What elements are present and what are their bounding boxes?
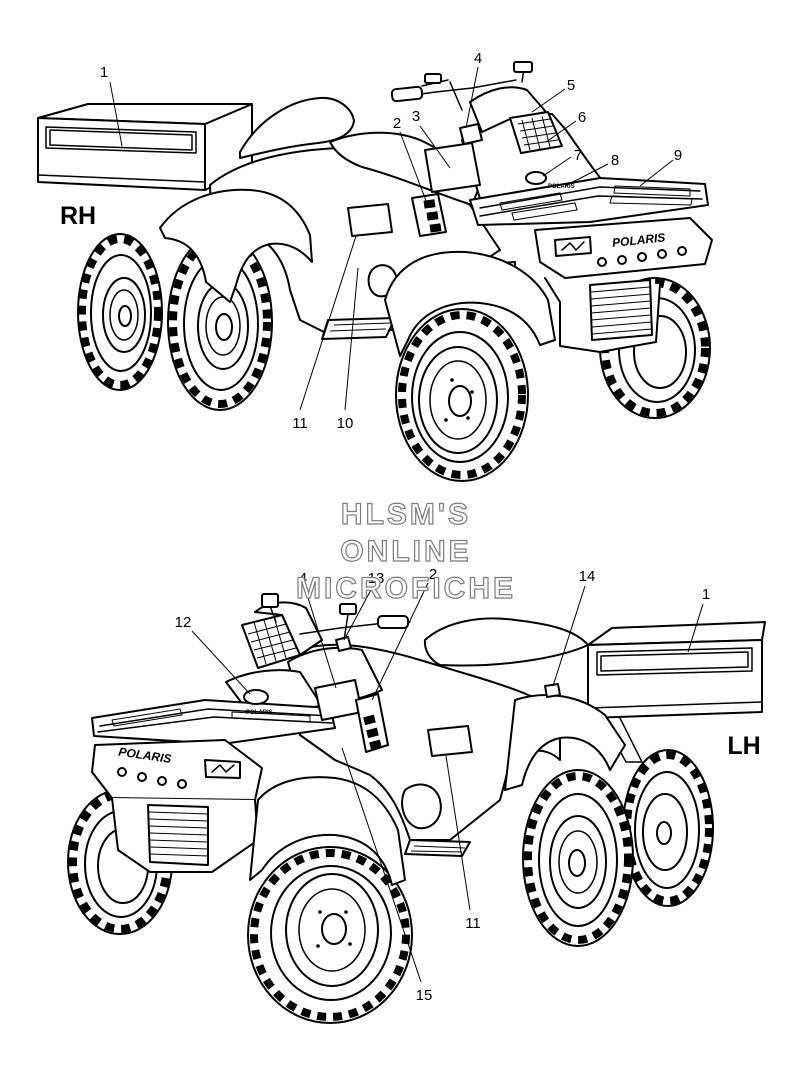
atv-lh-view: POLARIS <box>67 566 766 1024</box>
lh-callout-12: 12 <box>175 614 192 631</box>
rh-decal-4 <box>459 123 483 145</box>
rh-callout-1: 1 <box>100 64 108 81</box>
watermark-line-2: ONLINE <box>340 535 471 568</box>
rh-callout-7: 7 <box>574 147 582 164</box>
rh-side-label: RH <box>60 202 96 230</box>
rh-wheel-rear-far <box>77 233 163 391</box>
rh-callout-6: 6 <box>578 109 586 126</box>
lh-front-fender <box>249 776 406 886</box>
rh-seat <box>239 96 355 159</box>
lh-decal-2 <box>355 693 389 753</box>
lh-callout-4: 4 <box>299 570 307 587</box>
lh-callout-14: 14 <box>579 568 596 585</box>
lh-rear-fender <box>504 694 626 791</box>
lh-callouts: 4 13 2 14 1 12 11 15 <box>175 566 711 1004</box>
lh-decal-11 <box>427 725 473 757</box>
rh-callout-10: 10 <box>337 415 354 432</box>
rh-callout-4: 4 <box>474 50 482 67</box>
rh-front-fender <box>384 250 556 357</box>
rh-front-rack <box>469 177 709 226</box>
rh-decal-3 <box>424 142 481 193</box>
lh-side-label: LH <box>727 732 760 760</box>
rh-rear-fender <box>159 188 313 303</box>
lh-callout-1: 1 <box>702 586 710 603</box>
rh-callout-8: 8 <box>611 152 619 169</box>
rh-callouts: 1 2 3 4 5 6 7 8 9 10 11 <box>100 50 682 432</box>
lh-callout-15: 15 <box>416 987 433 1004</box>
lh-front-fascia: POLARIS <box>91 739 263 801</box>
rh-decal-8-logo: POLARIS <box>548 184 575 190</box>
watermark: HLSM'S ONLINE MICROFICHE <box>295 497 516 605</box>
lh-decal-13 <box>335 636 352 652</box>
lh-front-rack <box>91 699 336 745</box>
lh-decal-4 <box>314 679 363 721</box>
rh-grille <box>544 277 661 353</box>
rh-headlight-pod <box>509 111 563 154</box>
rh-decal-2 <box>411 193 447 237</box>
watermark-line-1: HLSM'S <box>341 498 471 531</box>
lh-wheel-rear-far <box>622 749 714 907</box>
lh-footrest <box>404 839 471 857</box>
lh-decals: POLARIS <box>243 636 561 757</box>
lh-callout-11: 11 <box>465 915 481 932</box>
lh-handlebar <box>261 593 411 641</box>
lh-decal-14 <box>544 683 561 698</box>
lh-grille <box>111 797 259 873</box>
rh-callout-3: 3 <box>412 108 420 125</box>
rh-footrest <box>321 317 396 340</box>
lh-wheel-rear-near <box>522 769 634 947</box>
rh-callout-11: 11 <box>292 415 308 432</box>
rh-decal-11 <box>347 203 393 237</box>
rh-callout-2: 2 <box>393 115 401 132</box>
rh-callout-9: 9 <box>674 147 682 164</box>
lh-wheel-front-near <box>247 846 413 1024</box>
rh-wheel-front-near <box>395 308 529 482</box>
lh-headlight-pod <box>241 614 301 669</box>
rh-polaris-logo: POLARIS <box>611 230 666 249</box>
watermark-line-3: MICROFICHE <box>296 572 516 605</box>
rh-callout-5: 5 <box>567 77 575 94</box>
rh-leader-lines <box>109 66 674 411</box>
lh-leader-lines <box>191 582 704 983</box>
lh-seat <box>423 617 589 667</box>
rh-front-fascia: POLARIS <box>534 217 713 279</box>
lh-cargo-box <box>587 621 766 763</box>
rh-handlebar <box>390 61 533 111</box>
lh-callout-13: 13 <box>368 570 385 587</box>
lh-decal-12-logo: POLARIS <box>246 710 273 716</box>
atv-rh-view: POLARIS <box>37 50 713 482</box>
rh-decal-7 <box>525 171 547 185</box>
rh-decals: POLARIS <box>347 123 575 237</box>
lh-callout-2: 2 <box>429 566 437 583</box>
rh-wheel-rear-near <box>167 233 273 411</box>
